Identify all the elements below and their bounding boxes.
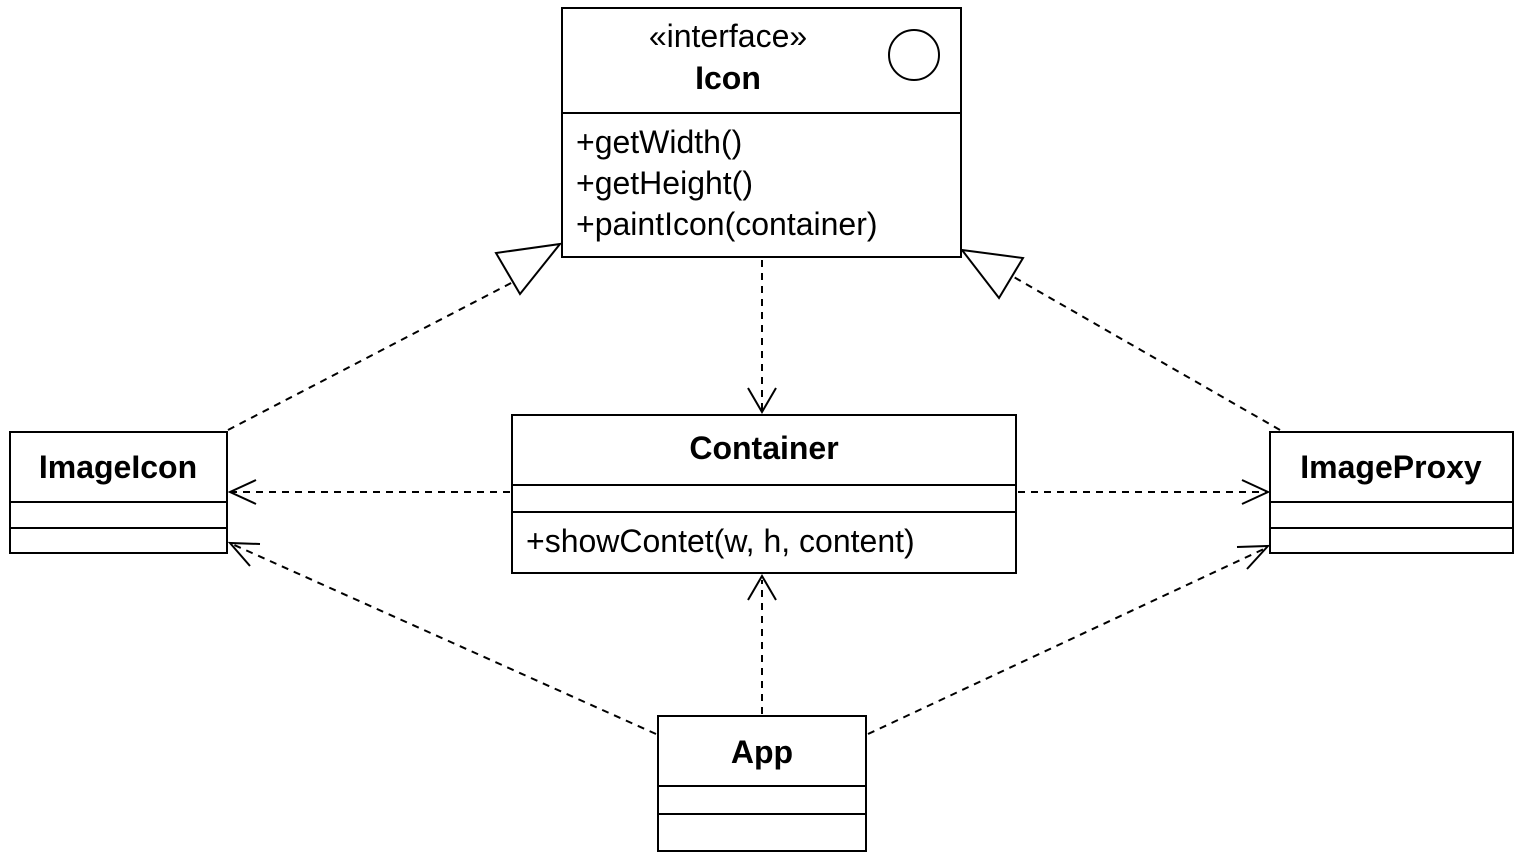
app-class-name: App: [731, 734, 793, 770]
icon-method: +paintIcon(container): [576, 206, 878, 242]
app-container-arrowhead: [747, 574, 777, 601]
class-imageproxy[interactable]: ImageProxy: [1269, 431, 1514, 554]
icon-class-name: Icon: [695, 60, 761, 96]
imageicon-realization-line: [227, 267, 541, 431]
container-imageicon-arrowhead: [227, 479, 257, 505]
app-imageproxy-arrowhead: [1236, 544, 1271, 570]
container-class-name: Container: [689, 430, 838, 466]
icon-stereotype: «interface»: [649, 18, 807, 54]
app-imageicon-arrowhead: [227, 541, 261, 567]
imageicon-realization-arrowhead: [494, 242, 563, 296]
relations: [227, 242, 1281, 735]
app-imageproxy-dependency-line: [867, 547, 1267, 735]
class-imageicon[interactable]: ImageIcon: [9, 431, 228, 554]
class-icon[interactable]: «interface» Icon +getWidth() +getHeight(…: [561, 7, 962, 258]
icon-container-arrowhead: [747, 387, 777, 414]
class-app[interactable]: App: [657, 715, 867, 852]
imageicon-class-name: ImageIcon: [39, 449, 197, 485]
imageproxy-realization-arrowhead: [959, 248, 1025, 300]
container-method: +showContet(w, h, content): [526, 523, 915, 559]
container-imageproxy-arrowhead: [1241, 479, 1271, 505]
imageproxy-class-name: ImageProxy: [1300, 449, 1482, 485]
class-container[interactable]: Container +showContet(w, h, content): [511, 414, 1017, 574]
icon-method: +getHeight(): [576, 165, 753, 201]
imageproxy-realization-line: [1011, 275, 1281, 431]
interface-circle-icon: [888, 29, 940, 81]
icon-method: +getWidth(): [576, 124, 742, 160]
